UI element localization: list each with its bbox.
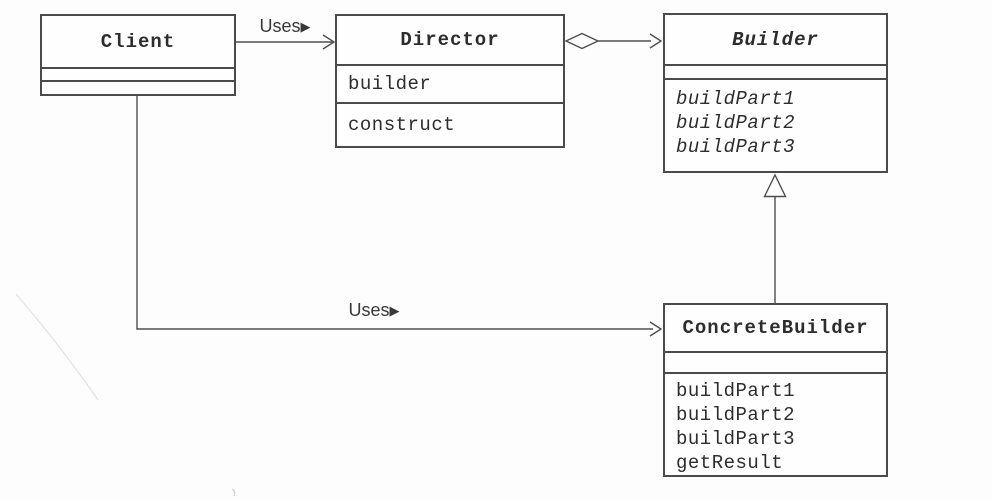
class-title-builder: Builder [732, 28, 819, 51]
direction-right-icon: ▶ [300, 19, 311, 34]
client-attributes-compartment [42, 67, 234, 80]
uses-label-text: Uses [348, 300, 390, 320]
class-box-builder: Builder buildPart1 buildPart2 buildPart3 [663, 13, 888, 173]
client-concrete-arrowhead-icon [649, 321, 663, 337]
builder-method: buildPart3 [676, 136, 796, 158]
concrete-builder-method: buildPart2 [676, 404, 796, 426]
concrete-builder-method: getResult [676, 452, 784, 474]
generalization-triangle-icon [763, 173, 787, 198]
class-title-client: Client [100, 30, 176, 53]
director-attribute: builder [337, 64, 563, 102]
uses-label-client-director: Uses▶ [254, 16, 316, 37]
uses-label-text: Uses [259, 16, 301, 36]
scan-scratch-artifact [15, 293, 99, 401]
class-title-concrete-builder: ConcreteBuilder [682, 317, 869, 339]
concrete-builder-method: buildPart1 [676, 380, 796, 402]
concrete-builder-methods-compartment: buildPart1 buildPart2 buildPart3 getResu… [665, 372, 886, 475]
builder-method: buildPart2 [676, 112, 796, 134]
director-method: construct [337, 102, 563, 146]
concrete-builder-attributes-compartment [665, 351, 886, 372]
direction-right-icon: ▶ [389, 303, 400, 318]
aggregation-diamond-icon [564, 32, 600, 50]
class-box-director: Director builder construct [335, 14, 565, 148]
class-box-concrete-builder: ConcreteBuilder buildPart1 buildPart2 bu… [663, 303, 888, 477]
builder-method: buildPart1 [676, 88, 796, 110]
class-box-client: Client [40, 14, 236, 96]
class-title-director: Director [400, 29, 500, 51]
director-builder-arrowhead-icon [649, 33, 663, 49]
builder-attributes-compartment [665, 64, 886, 78]
uses-label-client-concrete-builder: Uses▶ [343, 300, 405, 321]
scan-speck-artifact [231, 488, 236, 497]
client-director-arrowhead-icon [322, 34, 336, 50]
client-methods-compartment [42, 80, 234, 94]
builder-methods-compartment: buildPart1 buildPart2 buildPart3 [665, 78, 886, 171]
concrete-builder-method: buildPart3 [676, 428, 796, 450]
